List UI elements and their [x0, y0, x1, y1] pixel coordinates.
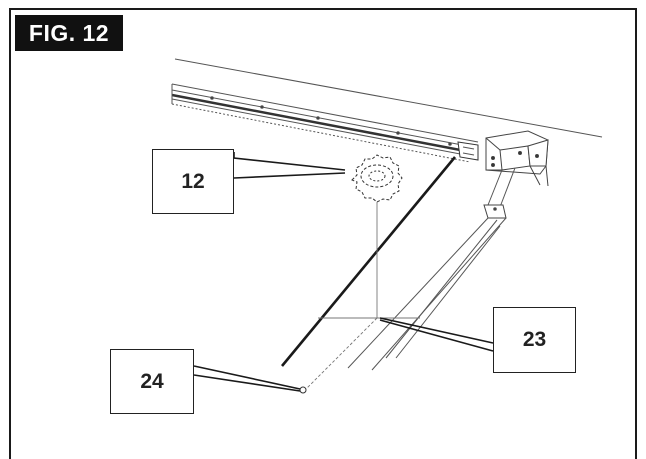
- corner-bracket: [485, 130, 549, 187]
- leader-lines: [193, 152, 494, 392]
- callout-23: 23: [493, 307, 576, 373]
- rod: [280, 156, 457, 367]
- callout-12: 12: [152, 149, 234, 214]
- callout-24: 24: [110, 349, 194, 414]
- diagonal-post: [347, 167, 516, 371]
- figure-frame: [9, 8, 637, 459]
- bolt-part-24: [299, 386, 307, 394]
- knob-part-12: [351, 154, 403, 203]
- figure-title: FIG. 12: [15, 15, 123, 51]
- guide-lines: [304, 192, 420, 391]
- top-rail: [171, 58, 603, 163]
